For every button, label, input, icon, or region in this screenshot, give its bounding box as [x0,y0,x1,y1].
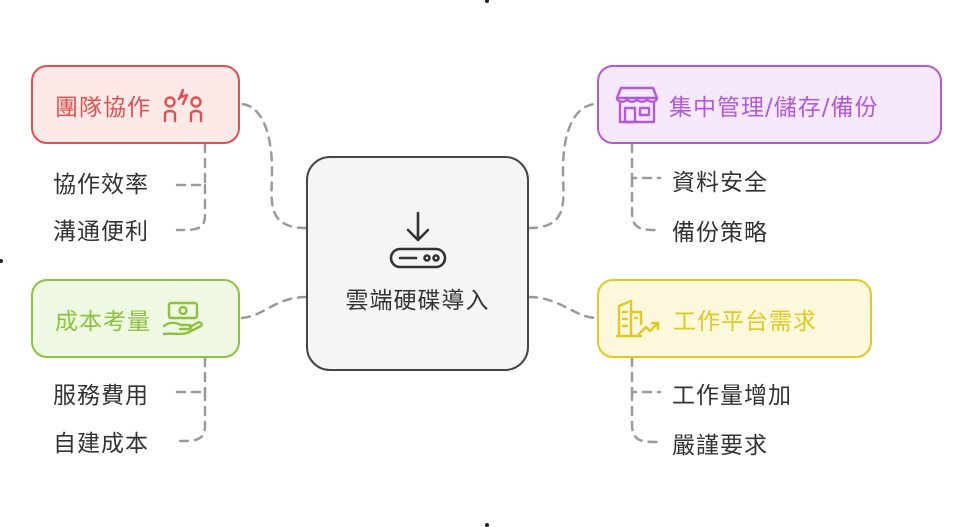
center-title: 雲端硬碟導入 [345,288,490,314]
branch-storage: 集中管理/儲存/備份 [597,65,942,144]
leaf-workload-1: 工作量增加 [672,383,792,409]
leaf-cost-1: 服務費用 [53,383,149,409]
connector-storage [527,102,599,230]
branch-cost: 成本考量 [31,279,240,358]
leaf-team-1: 協作效率 [53,172,149,198]
branch-workload: 工作平台需求 [597,279,872,358]
hard-drive-download-icon [383,209,453,279]
connector-workload-leaves [630,356,662,444]
branch-team: 團隊協作 [31,65,240,144]
connector-storage-leaves [630,142,662,232]
team-collaboration-icon [161,85,205,125]
center-node: 雲端硬碟導入 [306,156,529,371]
leaf-cost-2: 自建成本 [53,431,149,457]
building-growth-icon [615,298,661,340]
decor-dot-top [485,0,489,3]
connector-workload [527,295,599,320]
connector-team-leaves [175,142,207,232]
leaf-workload-2: 嚴謹要求 [672,433,768,459]
connector-cost-leaves [175,356,207,443]
branch-workload-label: 工作平台需求 [673,308,817,335]
connector-cost [238,295,308,320]
connector-team [238,102,308,230]
decor-dot-bottom [485,523,489,527]
leaf-team-2: 溝通便利 [53,219,149,245]
leaf-storage-2: 備份策略 [672,220,768,246]
branch-storage-label: 集中管理/儲存/備份 [669,94,879,121]
leaf-storage-1: 資料安全 [672,170,768,196]
money-hand-icon [161,300,205,338]
branch-cost-label: 成本考量 [55,308,151,335]
decor-dot-left [0,259,3,263]
branch-team-label: 團隊協作 [55,94,151,121]
storefront-icon [615,84,659,126]
